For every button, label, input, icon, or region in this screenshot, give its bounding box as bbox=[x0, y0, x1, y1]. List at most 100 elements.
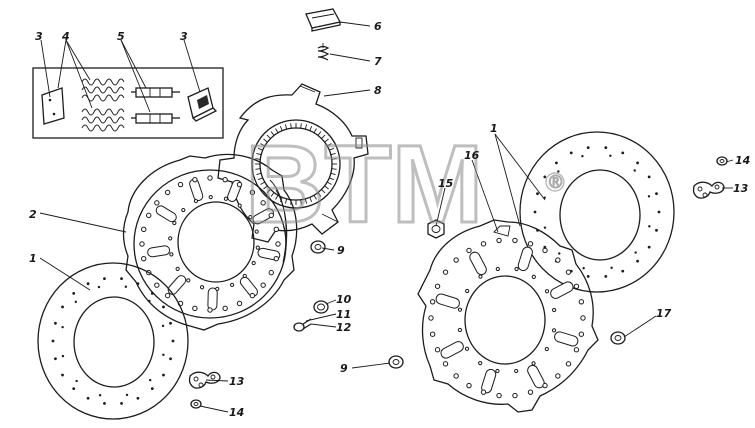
bolt-hole bbox=[236, 181, 243, 188]
oval-slot bbox=[554, 331, 579, 347]
bolt-hole bbox=[260, 282, 266, 288]
rivet-dot bbox=[136, 282, 140, 286]
hub-plate-right bbox=[417, 219, 599, 413]
bolt-hole bbox=[222, 305, 228, 312]
rivet-dot bbox=[61, 354, 65, 358]
rivet-dot bbox=[586, 146, 590, 150]
rivet-dot bbox=[610, 266, 613, 270]
watermark-registered-mark: ® bbox=[549, 172, 562, 192]
spider-ring bbox=[217, 83, 369, 243]
bolt-hole bbox=[429, 299, 436, 305]
rivet-dot bbox=[536, 192, 539, 196]
bolt-hole bbox=[453, 257, 459, 263]
small-spring bbox=[317, 43, 330, 61]
bolt-hole bbox=[434, 283, 441, 289]
plate-left bbox=[41, 87, 65, 125]
rivet-dot bbox=[569, 151, 573, 155]
spline-tooth bbox=[330, 172, 336, 176]
spline-tooth bbox=[300, 199, 302, 205]
bolt-hole bbox=[222, 176, 228, 183]
rivet-dot bbox=[98, 394, 102, 397]
spline-tooth bbox=[275, 128, 279, 134]
oval-slot bbox=[440, 341, 464, 359]
bolt-hole bbox=[141, 226, 147, 233]
callout-10: 10 bbox=[336, 293, 352, 306]
watermark: BTM ® bbox=[244, 122, 565, 248]
rivet-dot bbox=[74, 300, 77, 304]
spline-tooth bbox=[270, 192, 275, 197]
bolt-hole bbox=[478, 361, 483, 366]
rivet-dot bbox=[72, 291, 76, 295]
callout-12: 12 bbox=[336, 321, 352, 334]
callout-2: 2 bbox=[29, 208, 37, 221]
bolt-hole bbox=[480, 389, 487, 395]
bolt-hole bbox=[442, 361, 449, 367]
bolt-hole bbox=[207, 175, 213, 181]
spline-tooth bbox=[326, 181, 332, 185]
rivet-dot bbox=[169, 357, 172, 361]
lock-plate-13-left bbox=[188, 371, 221, 389]
rivet-dot bbox=[75, 379, 78, 383]
callout-6: 6 bbox=[374, 20, 382, 33]
bolt-hole bbox=[251, 260, 256, 266]
spline-tooth bbox=[326, 143, 332, 147]
bolt-hole bbox=[193, 198, 199, 204]
cap-part bbox=[305, 8, 341, 32]
spline-tooth bbox=[284, 198, 288, 204]
bolt-hole bbox=[268, 269, 274, 276]
callout-9-upper: 9 bbox=[337, 244, 345, 257]
bolt-hole bbox=[464, 346, 470, 351]
callout-5: 5 bbox=[117, 30, 125, 43]
bolt-hole bbox=[260, 200, 266, 206]
bolt-hole bbox=[531, 274, 536, 279]
bolt-hole bbox=[237, 203, 242, 208]
spline-tooth bbox=[263, 185, 268, 190]
bolt-hole bbox=[275, 241, 281, 247]
bolt-hole bbox=[527, 241, 534, 247]
rivet-dot bbox=[125, 393, 129, 397]
spline-tooth bbox=[255, 168, 261, 170]
bolt-hole bbox=[551, 328, 557, 333]
rivet-dot bbox=[647, 175, 651, 179]
rivet-dot bbox=[647, 245, 651, 249]
rivet-dot bbox=[647, 195, 651, 198]
spline-tooth bbox=[263, 138, 268, 143]
rivet-dot bbox=[120, 401, 123, 405]
nut-17 bbox=[610, 331, 626, 345]
spline-tooth bbox=[309, 125, 313, 131]
bolt-hole bbox=[465, 288, 470, 294]
callout-9-lower: 9 bbox=[340, 362, 348, 375]
bolt-hole bbox=[544, 346, 549, 352]
nut-14-left bbox=[190, 399, 202, 409]
bolt-hole bbox=[434, 347, 441, 353]
bolt-hole bbox=[512, 237, 518, 244]
bolt-hole bbox=[181, 207, 186, 213]
bolt-hole bbox=[496, 392, 502, 399]
bolt-hole bbox=[552, 307, 557, 313]
oval-slot bbox=[527, 364, 545, 389]
rivet-dot bbox=[636, 259, 640, 263]
spline-tooth bbox=[304, 198, 308, 204]
bolt-hole bbox=[249, 189, 256, 196]
callout-15: 15 bbox=[438, 177, 454, 190]
bolt-hole bbox=[478, 274, 483, 279]
spline-tooth bbox=[284, 124, 288, 130]
bolt-hole bbox=[428, 315, 434, 321]
spline-tooth bbox=[260, 143, 266, 147]
spline-tooth bbox=[266, 189, 271, 194]
spline-tooth bbox=[317, 131, 322, 136]
bolt-hole bbox=[186, 278, 191, 283]
bolt-hole bbox=[273, 255, 279, 262]
rivet-dot bbox=[54, 321, 57, 325]
callout-11: 11 bbox=[336, 308, 351, 321]
spline-tooth bbox=[313, 194, 317, 200]
bolt-hole bbox=[453, 373, 459, 379]
spline-tooth bbox=[304, 124, 308, 130]
callout-4: 4 bbox=[61, 30, 70, 43]
bolt-hole bbox=[495, 368, 500, 374]
bolt-hole bbox=[255, 245, 260, 250]
rivet-dot bbox=[169, 321, 172, 325]
callout-17: 17 bbox=[656, 307, 672, 320]
bolt-hole bbox=[531, 361, 536, 366]
